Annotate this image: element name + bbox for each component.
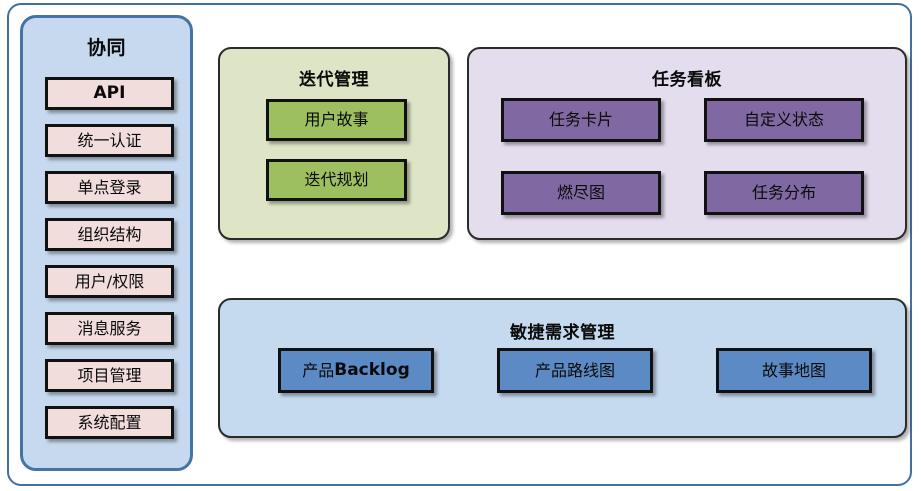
panel-collaboration[interactable]: 协同 API 统一认证 单点登录 组织结构 用户/权限 消息服务 项目管理 系统… [20, 15, 193, 471]
taskboard-item-task-distribution[interactable]: 任务分布 [704, 171, 864, 215]
panel-agile-requirement-management-title: 敏捷需求管理 [510, 323, 615, 343]
sidebar-item-single-sign-on[interactable]: 单点登录 [45, 171, 174, 204]
diagram-outer-frame: 协同 API 统一认证 单点登录 组织结构 用户/权限 消息服务 项目管理 系统… [7, 3, 912, 486]
iteration-item-user-story[interactable]: 用户故事 [266, 99, 407, 141]
agile-item-product-roadmap[interactable]: 产品路线图 [497, 348, 653, 393]
sidebar-item-org-structure[interactable]: 组织结构 [45, 218, 174, 251]
panel-iteration-management-title: 迭代管理 [299, 70, 369, 90]
taskboard-item-custom-status[interactable]: 自定义状态 [704, 98, 864, 142]
sidebar-item-project-management[interactable]: 项目管理 [45, 359, 174, 392]
sidebar-item-user-permission[interactable]: 用户/权限 [45, 265, 174, 298]
sidebar-item-message-service[interactable]: 消息服务 [45, 312, 174, 345]
sidebar-item-unified-auth[interactable]: 统一认证 [45, 124, 174, 157]
agile-item-story-map[interactable]: 故事地图 [716, 348, 872, 393]
panel-iteration-management[interactable]: 迭代管理 用户故事 迭代规划 [218, 47, 450, 240]
sidebar-item-system-config[interactable]: 系统配置 [45, 406, 174, 439]
panel-task-board-title: 任务看板 [652, 70, 722, 90]
taskboard-item-burndown-chart[interactable]: 燃尽图 [501, 171, 661, 215]
sidebar-item-api[interactable]: API [45, 77, 174, 110]
agile-item-product-backlog-prefix: 产品 [302, 360, 335, 380]
iteration-item-iteration-planning[interactable]: 迭代规划 [266, 159, 407, 201]
taskboard-item-task-card[interactable]: 任务卡片 [501, 98, 661, 142]
agile-item-product-backlog-bold: Backlog [334, 360, 410, 380]
panel-collaboration-title: 协同 [86, 37, 126, 59]
panel-task-board[interactable]: 任务看板 任务卡片 自定义状态 燃尽图 任务分布 [467, 47, 907, 240]
